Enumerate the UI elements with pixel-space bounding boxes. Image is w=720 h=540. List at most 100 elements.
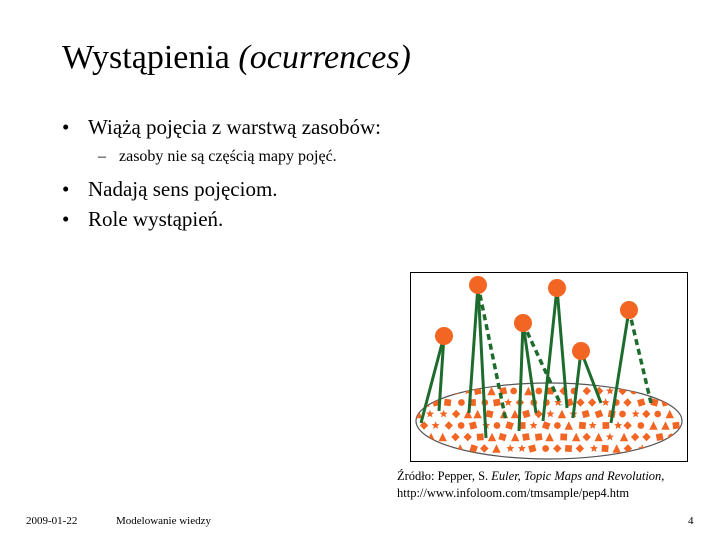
- resource-square: [416, 386, 424, 396]
- resource-diamond: [422, 444, 431, 453]
- resource-star: [506, 444, 515, 452]
- resource-triangle: [612, 444, 621, 453]
- occurrence-link: [467, 284, 480, 414]
- resource-square: [469, 444, 478, 453]
- occurrence-link: [541, 287, 559, 422]
- resource-circle: [535, 387, 543, 395]
- resource-square: [560, 433, 568, 441]
- resource-circle: [637, 422, 645, 429]
- topic-circle: [572, 342, 590, 360]
- resource-triangle: [661, 421, 670, 430]
- resource-star: [517, 444, 526, 452]
- resource-square: [522, 433, 530, 441]
- bullet-text: Nadają sens pojęciom.: [88, 177, 278, 201]
- resource-square: [493, 398, 501, 407]
- caption-url: http://www.infoloom.com/tmsample/pep4.ht…: [397, 486, 630, 500]
- slide-title: Wystąpienia (ocurrences): [62, 36, 411, 80]
- bullet-item: • Wiążą pojęcia z warstwą zasobów:: [62, 112, 662, 142]
- resource-triangle: [545, 432, 554, 442]
- resource-circle: [434, 445, 442, 452]
- resource-star: [439, 409, 448, 418]
- resource-triangle: [511, 432, 520, 442]
- resource-circle: [674, 399, 682, 406]
- footer-course: Modelowanie wiedzy: [116, 515, 211, 527]
- resource-square: [528, 444, 537, 453]
- occurrence-link-dashed: [627, 309, 653, 404]
- resource-square: [594, 409, 604, 419]
- resource-diamond: [463, 432, 472, 442]
- resource-star: [590, 444, 598, 452]
- resource-square: [498, 432, 507, 442]
- resource-triangle: [510, 409, 520, 419]
- title-main: Wystąpienia: [62, 39, 230, 76]
- resource-circle: [493, 422, 501, 429]
- resource-diamond: [673, 444, 682, 453]
- occurrence-link-dashed: [476, 284, 508, 422]
- resource-diamond: [419, 421, 429, 430]
- resource-diamond: [582, 432, 591, 442]
- topic-circle: [435, 327, 453, 345]
- caption-title: Euler, Topic Maps and Revolution,: [491, 469, 665, 483]
- resource-star: [546, 409, 555, 418]
- resource-triangle: [649, 421, 658, 430]
- topic-circle: [548, 279, 566, 297]
- occurrence-links: [419, 284, 653, 439]
- resource-star: [529, 421, 538, 429]
- resource-triangle: [438, 432, 447, 442]
- resource-diamond: [654, 386, 664, 396]
- occurrence-link: [476, 284, 488, 439]
- resource-star: [554, 398, 563, 406]
- occurrence-link: [521, 322, 538, 414]
- resource-star: [431, 421, 440, 429]
- resource-star: [601, 398, 610, 406]
- bullet-item: • Nadają sens pojęciom.: [62, 174, 662, 204]
- resource-square: [602, 422, 610, 429]
- resource-triangle: [564, 421, 574, 430]
- resource-triangle: [492, 444, 501, 453]
- resource-triangle: [572, 432, 581, 442]
- resource-diamond: [451, 409, 461, 419]
- resource-diamond: [480, 444, 489, 453]
- resource-circle: [619, 410, 626, 418]
- resource-circle: [654, 410, 662, 418]
- resource-star: [504, 398, 513, 406]
- topic-map-illustration: [415, 276, 683, 460]
- resource-circle: [457, 422, 465, 429]
- topic-map-figure: [410, 272, 688, 462]
- bullet-item: • Role wystąpień.: [62, 204, 662, 234]
- occurrence-link-dashed: [521, 322, 563, 406]
- bullet-text: Wiążą pojęcia z warstwą zasobów:: [88, 115, 382, 139]
- resource-diamond: [642, 432, 651, 442]
- resource-triangle: [619, 432, 629, 442]
- topic-circle: [620, 301, 638, 319]
- topic-circle: [469, 276, 487, 294]
- occurrence-link: [555, 287, 569, 409]
- resource-diamond: [642, 409, 651, 419]
- resource-diamond: [630, 432, 640, 442]
- title-italic: (ocurrences): [238, 39, 411, 76]
- resource-square: [518, 422, 526, 429]
- bullet-text: Role wystąpień.: [88, 207, 224, 231]
- resource-triangle: [557, 409, 567, 419]
- resource-diamond: [451, 432, 460, 442]
- resource-triangle: [524, 386, 533, 396]
- occurrence-link: [517, 322, 525, 432]
- occurrence-link: [609, 309, 631, 424]
- caption-prefix: Źródło: Pepper, S.: [397, 469, 489, 483]
- resource-triangle: [487, 386, 496, 396]
- bullet-marker: •: [62, 177, 70, 201]
- resource-circle: [416, 433, 421, 441]
- occurrence-link: [437, 335, 446, 412]
- resource-circle: [542, 445, 549, 452]
- occurrence-link: [419, 335, 446, 424]
- resource-square: [601, 444, 609, 453]
- resource-square: [469, 399, 476, 406]
- bullet-marker: •: [62, 115, 70, 139]
- resource-triangle: [473, 409, 482, 419]
- resource-circle: [510, 387, 518, 395]
- resource-star: [605, 432, 614, 441]
- resource-square: [637, 398, 646, 407]
- resource-square: [541, 421, 551, 430]
- resource-square: [650, 398, 659, 407]
- resource-star: [606, 386, 614, 395]
